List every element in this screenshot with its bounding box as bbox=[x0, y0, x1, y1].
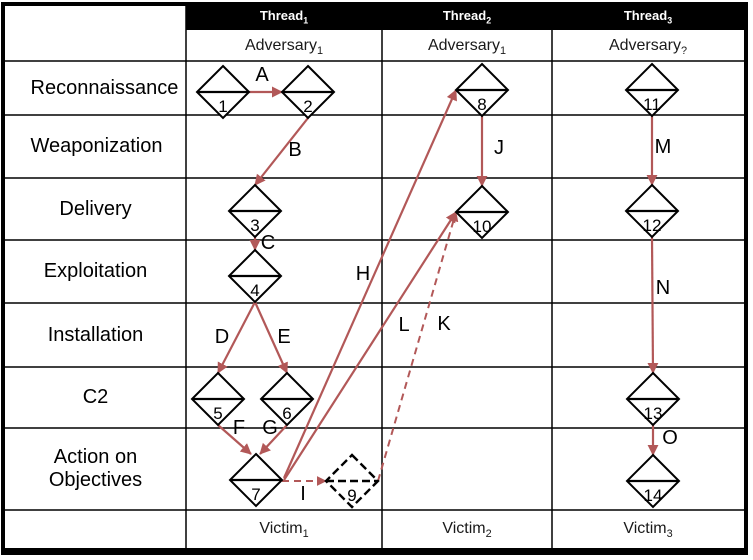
edge-C-label: C bbox=[261, 232, 275, 254]
phase-action-on-objectives: Action on Objectives bbox=[5, 428, 186, 510]
edge-A-label: A bbox=[255, 64, 269, 86]
victim-3-sub: 3 bbox=[666, 528, 673, 541]
node-8-number: 8 bbox=[477, 95, 486, 114]
victim-1-label: Victim1 bbox=[186, 510, 382, 548]
node-9-number: 9 bbox=[347, 486, 356, 505]
victim-2-sub: 2 bbox=[485, 528, 492, 541]
edge-D-line bbox=[217, 301, 256, 374]
adversary-2-label: Adversary1 bbox=[382, 30, 552, 61]
phase-exploitation: Exploitation bbox=[5, 240, 186, 303]
edge-K-line bbox=[377, 211, 459, 482]
node-11-number: 11 bbox=[643, 95, 661, 114]
adversary-3-sub: ? bbox=[680, 45, 688, 58]
victim-1-text: Victim bbox=[259, 520, 303, 537]
thread-2-label: Thread2 bbox=[382, 2, 552, 30]
edge-M-label: M bbox=[655, 136, 672, 158]
node-6-number: 6 bbox=[282, 404, 291, 423]
adversary-2-text: Adversary bbox=[427, 37, 500, 54]
phase-delivery-text: Delivery bbox=[59, 197, 132, 220]
thread-3-text: Thread bbox=[623, 8, 668, 23]
node-13-number: 13 bbox=[644, 404, 663, 423]
node-12-number: 12 bbox=[643, 216, 662, 235]
node-3-number: 3 bbox=[250, 216, 259, 235]
thread-2-text: Thread bbox=[442, 8, 487, 23]
phase-c2: C2 bbox=[5, 367, 186, 428]
phase-delivery: Delivery bbox=[5, 178, 186, 240]
edge-E-line bbox=[253, 301, 289, 374]
phase-installation-text: Installation bbox=[47, 323, 144, 346]
thread-1-text: Thread bbox=[259, 8, 304, 23]
adversary-3-label: Adversary? bbox=[552, 30, 744, 61]
adversary-1-text: Adversary bbox=[244, 37, 317, 54]
thread-3-sub: 3 bbox=[667, 15, 673, 26]
victim-1-sub: 1 bbox=[302, 528, 309, 541]
node-5-number: 5 bbox=[213, 404, 222, 423]
adversary-1-sub: 1 bbox=[316, 45, 324, 58]
edge-H-label: H bbox=[356, 263, 370, 285]
edge-N-line bbox=[647, 236, 659, 374]
header-bar: Thread1 Thread2 Thread3 bbox=[186, 2, 744, 30]
thread-2-sub: 2 bbox=[486, 15, 492, 26]
edge-B-label: B bbox=[288, 139, 301, 161]
victim-3-label: Victim3 bbox=[552, 510, 744, 548]
phase-action-on-objectives-text: Action on Objectives bbox=[48, 446, 143, 491]
phase-weaponization-text: Weaponization bbox=[30, 135, 163, 157]
adversary-1-label: Adversary1 bbox=[186, 30, 382, 61]
node-2-number: 2 bbox=[303, 97, 312, 116]
edge-L-label: L bbox=[398, 314, 409, 336]
node-7-number: 7 bbox=[251, 485, 260, 504]
phase-weaponization: Weaponization bbox=[5, 115, 186, 178]
edge-B-line bbox=[254, 117, 309, 186]
victim-2-text: Victim bbox=[442, 520, 486, 537]
edge-I-label: I bbox=[300, 483, 306, 505]
edge-E-label: E bbox=[277, 326, 290, 348]
node-4-number: 4 bbox=[250, 281, 259, 300]
edge-G-label: G bbox=[262, 417, 278, 439]
node-1-number: 1 bbox=[218, 97, 227, 116]
thread-3-label: Thread3 bbox=[552, 2, 744, 30]
edge-K-label: K bbox=[437, 313, 451, 335]
node-10-number: 10 bbox=[473, 217, 492, 236]
phase-c2-text: C2 bbox=[82, 386, 109, 408]
adversary-3-text: Adversary bbox=[608, 37, 681, 54]
victim-3-text: Victim bbox=[623, 520, 667, 537]
edge-H-line bbox=[282, 89, 458, 479]
phase-reconnaissance: Reconnaissance bbox=[5, 61, 186, 115]
phase-reconnaissance-text: Reconnaissance bbox=[30, 76, 179, 99]
edge-D-label: D bbox=[215, 326, 229, 348]
phase-exploitation-text: Exploitation bbox=[43, 260, 148, 282]
edge-O-label: O bbox=[662, 427, 678, 449]
edge-L-line bbox=[283, 211, 457, 481]
edge-F-line bbox=[217, 424, 252, 455]
edge-J-label: J bbox=[494, 137, 504, 159]
edge-G-line bbox=[259, 424, 288, 455]
thread-1-label: Thread1 bbox=[186, 2, 382, 30]
node-14-number: 14 bbox=[644, 486, 663, 505]
victim-2-label: Victim2 bbox=[382, 510, 552, 548]
edge-F-label: F bbox=[233, 417, 245, 439]
thread-1-sub: 1 bbox=[303, 15, 309, 26]
adversary-2-sub: 1 bbox=[499, 45, 507, 58]
edge-N-label: N bbox=[656, 277, 670, 299]
phase-installation: Installation bbox=[5, 303, 186, 367]
